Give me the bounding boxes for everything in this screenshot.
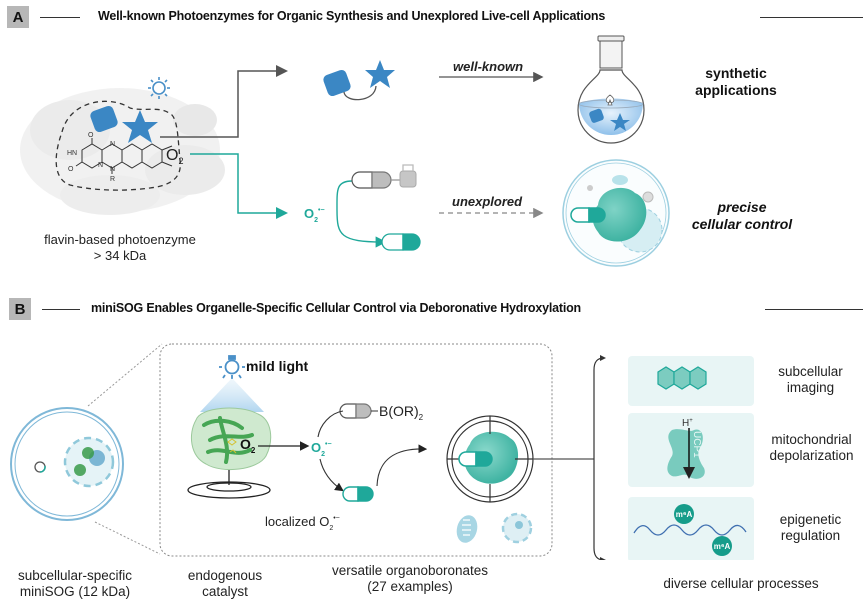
superoxide-label-b: O2•− — [311, 440, 332, 458]
process-depolarization-label: mitochondrial depolarization — [760, 432, 863, 464]
process-epigenetic-label: epigenetic regulation — [763, 512, 858, 544]
m6a-label-1: m⁶A — [676, 510, 693, 519]
mitochondrion-icon — [456, 515, 478, 543]
substrate-star-icon — [122, 110, 158, 143]
bracket-arrow-bottom — [600, 557, 606, 560]
outcome-top-line1: synthetic — [705, 65, 767, 81]
catalyst-caption: endogenous catalyst — [170, 568, 280, 600]
process-imaging-line2: imaging — [786, 380, 835, 395]
minisog-protein-structure — [190, 407, 272, 470]
flavin-n2: N — [98, 162, 103, 169]
flavin-structure — [75, 138, 173, 174]
process-bracket — [593, 357, 605, 560]
outcome-bottom-line2: cellular control — [691, 216, 793, 232]
rna-strand-icon — [633, 524, 747, 536]
proton-label: H+ — [682, 418, 693, 429]
boronates-caption-line2: (27 examples) — [367, 579, 453, 594]
panel-b-rule-right — [765, 309, 863, 310]
organelle-target-icon — [446, 415, 534, 503]
arrow-to-substrates — [160, 65, 288, 138]
panel-a-badge: A — [7, 6, 29, 28]
stand-base-inner — [206, 482, 252, 492]
boronate-label: B(OR)2 — [379, 403, 424, 422]
cell-caption: subcellular-specific miniSOG (12 kDa) — [0, 568, 150, 600]
enzyme-caption-line2: > 34 kDa — [93, 248, 147, 263]
panel-b-badge: B — [9, 298, 31, 320]
panel-a-rule-right — [760, 17, 863, 18]
ucp1-label: UCP1 — [691, 431, 702, 458]
well-known-label: well-known — [453, 59, 523, 74]
flavin-r: R — [110, 176, 115, 183]
enzyme-caption: flavin-based photoenzyme > 34 kDa — [40, 232, 200, 264]
ucp1-protein-icon — [667, 429, 705, 479]
o2-label: O2 — [166, 147, 183, 166]
cell-caption-line2: miniSOG (12 kDa) — [19, 584, 131, 599]
active-pill-icon-b — [342, 486, 374, 502]
zoom-guide-bottom — [94, 521, 161, 555]
superoxide-to-pill-arrow — [319, 458, 344, 492]
flavin-o-top: O — [88, 132, 94, 139]
active-pill-icon-a — [381, 233, 421, 251]
caged-pill-icon — [351, 164, 417, 189]
light-bulb-icon — [219, 355, 245, 379]
o2-label-b: O2 — [240, 436, 256, 455]
mild-light-label: mild light — [246, 358, 309, 374]
unexplored-label: unexplored — [452, 194, 523, 209]
flavin-n1: N — [110, 141, 115, 148]
catalyst-caption-line2: catalyst — [202, 584, 248, 599]
process-epigenetic-line2: regulation — [780, 528, 841, 543]
substrate-square-icon — [90, 105, 118, 133]
processes-caption: diverse cellular processes — [663, 576, 819, 591]
boronate-pill-icon — [339, 403, 378, 419]
superoxide-label-a: O2•− — [304, 206, 325, 224]
superoxide-branch-arrow — [336, 180, 387, 248]
process-epigenetic-line1: epigenetic — [779, 512, 842, 527]
arrow-to-superoxide — [190, 153, 288, 219]
synthetic-applications-label: synthetic applications — [686, 65, 786, 99]
panel-a-rule-left — [40, 17, 80, 18]
epigenetic-box — [628, 497, 754, 560]
outcome-top-line2: applications — [695, 82, 777, 98]
flavin-n3: N — [110, 166, 115, 173]
mammalian-cell-icon — [10, 407, 124, 521]
panel-b-rule-left — [42, 309, 80, 310]
binding-pocket-outline — [55, 100, 181, 191]
process-depolarization-line2: depolarization — [769, 448, 854, 463]
panel-b-title: miniSOG Enables Organelle-Specific Cellu… — [91, 301, 581, 315]
zoom-guide-top — [87, 343, 163, 407]
boronates-caption-line1: versatile organoboronates — [331, 563, 489, 578]
localized-superoxide-label: localized O2•− — [265, 514, 340, 532]
panel-b-diagram: O2 O2•− B(OR)2 localized O2•− — [10, 343, 754, 560]
m6a-mark-1 — [674, 504, 694, 524]
outcome-bottom-line1: precise — [717, 199, 767, 215]
light-bulb-icon — [148, 77, 170, 99]
catalyst-caption-line1: endogenous — [187, 568, 263, 583]
m6a-label-2: m⁶A — [714, 542, 731, 551]
panel-a-diagram: O HN O N N N R O2 well-known O2•− unexpl… — [20, 35, 670, 267]
fluorophore-icon — [657, 366, 707, 390]
cell-caption-line1: subcellular-specific — [17, 568, 133, 583]
bracket-arrow-top — [600, 355, 606, 361]
boronates-caption: versatile organoboronates (27 examples) — [320, 563, 500, 595]
stand-base-outer — [187, 481, 271, 499]
linked-substrates-icon — [323, 60, 395, 101]
light-beam — [200, 378, 264, 412]
pill-to-target-arrow — [376, 444, 428, 487]
boronate-to-superoxide-curve — [317, 410, 344, 438]
process-depolarization-line1: mitochondrial — [771, 432, 852, 447]
m6a-mark-2 — [712, 536, 732, 556]
panel-a-title: Well-known Photoenzymes for Organic Synt… — [98, 9, 606, 23]
enzyme-caption-line1: flavin-based photoenzyme — [44, 232, 196, 247]
nucleus-icon — [501, 512, 533, 544]
inset-box — [159, 343, 553, 557]
precise-cellular-control-label: precise cellular control — [682, 199, 802, 233]
flavin-hn: HN — [67, 150, 77, 157]
process-imaging-label: subcellular imaging — [763, 364, 858, 396]
process-imaging-line1: subcellular — [778, 364, 843, 379]
flavin-o-left: O — [68, 166, 74, 173]
round-bottom-flask-icon — [577, 35, 645, 144]
live-cell-icon — [562, 159, 670, 267]
